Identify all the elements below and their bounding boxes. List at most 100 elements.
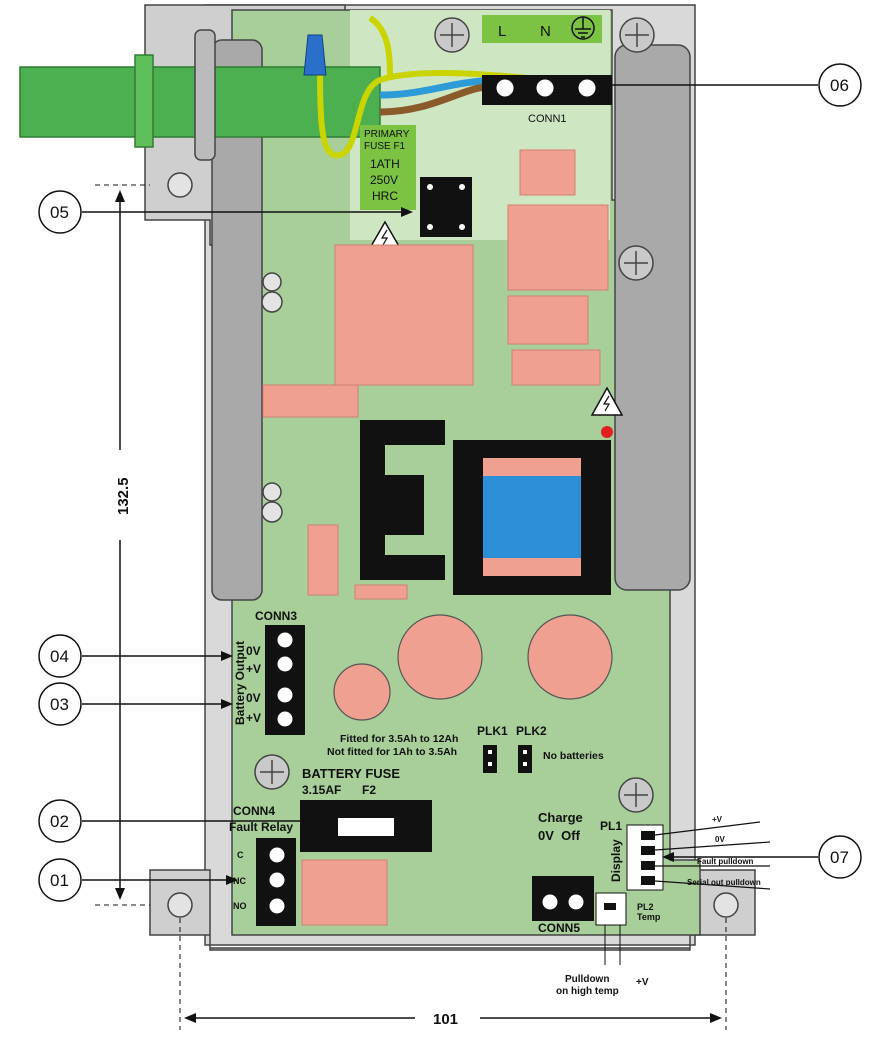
fuse-holder-pins xyxy=(427,184,465,230)
pl1-display: Display xyxy=(609,839,623,882)
battery-output-t4: +V xyxy=(246,711,261,725)
plk2-jumper xyxy=(518,745,532,773)
charge-sub: 0V Off xyxy=(538,828,581,843)
pl1-pin4: Serial out pulldown xyxy=(687,878,761,887)
fitted-note-line2: Not fitted for 1Ah to 3.5Ah xyxy=(327,746,457,758)
terminal-l-label: L xyxy=(498,23,506,40)
conn4-subtitle: Fault Relay xyxy=(229,820,293,834)
earth-icon xyxy=(571,16,595,40)
conn3-screws xyxy=(276,631,294,728)
battery-output-t2: +V xyxy=(246,662,261,676)
callout-05: 05 xyxy=(38,190,413,234)
earth-wire xyxy=(317,54,591,159)
terminal-n-label: N xyxy=(540,23,551,40)
callout-03: 03 xyxy=(38,682,233,726)
pcb-components xyxy=(262,149,609,926)
conn4-nc-label: NC xyxy=(233,876,246,886)
conn5-block xyxy=(532,876,594,921)
dim-arrowhead xyxy=(115,190,125,202)
pl2-plusv: +V xyxy=(636,977,649,988)
battery-fuse-rating: 3.15AF xyxy=(302,783,341,797)
callout-02: 02 xyxy=(38,799,318,843)
conn4-no-label: NO xyxy=(233,901,247,911)
fuse-label-line3: 1ATH xyxy=(370,157,400,171)
callout-04-label: 04 xyxy=(50,647,69,666)
battery-output-t3: 0V xyxy=(246,691,261,705)
no-batteries-label: No batteries xyxy=(543,750,604,762)
mounting-keyholes xyxy=(167,172,739,918)
callout-04: 04 xyxy=(38,634,233,678)
jumper-pins xyxy=(488,750,527,766)
fuse-label-line1: PRIMARY xyxy=(364,129,410,140)
callout-03-label: 03 xyxy=(50,695,69,714)
left-rail xyxy=(211,39,263,601)
pl1-pin1: +V xyxy=(712,815,723,824)
pl2-pins xyxy=(604,903,616,910)
transformer-core xyxy=(483,476,581,558)
pl1-title: PL1 xyxy=(600,819,622,833)
pl1-pin3: Fault pulldown xyxy=(697,857,754,866)
fuse-label-line2: FUSE F1 xyxy=(364,141,406,152)
choke-core xyxy=(374,475,424,535)
callout-07-label: 07 xyxy=(830,848,849,867)
screw-icon xyxy=(619,17,655,53)
callout-05-label: 05 xyxy=(50,203,69,222)
callout-06-label: 06 xyxy=(830,76,849,95)
conn1-screws xyxy=(495,78,597,98)
dim-arrowhead xyxy=(710,1013,722,1023)
conn5-screws xyxy=(541,893,585,911)
callout-06: 06 xyxy=(598,63,862,107)
pl1-pins xyxy=(641,831,655,885)
battery-fuse-element xyxy=(338,818,394,836)
capacitor xyxy=(397,614,483,700)
spade-connector xyxy=(303,34,327,76)
battery-output-t1: 0V xyxy=(246,644,261,658)
conn5-label: CONN5 xyxy=(538,921,580,935)
capacitor xyxy=(527,614,613,700)
fuse-label-line4: 250V xyxy=(370,173,398,187)
dim-height-value: 132.5 xyxy=(115,477,132,515)
battery-fuse-ref: F2 xyxy=(362,783,376,797)
primary-fuse-label-box xyxy=(360,125,416,210)
fuse-label-line5: HRC xyxy=(372,189,398,203)
fitted-note-line1: Fitted for 3.5Ah to 12Ah xyxy=(340,733,458,745)
charge-title: Charge xyxy=(538,810,583,825)
callout-07: 07 xyxy=(662,835,862,879)
callout-02-label: 02 xyxy=(50,812,69,831)
pl1-wires xyxy=(654,821,771,890)
screw-icon xyxy=(254,754,290,790)
screw-icon xyxy=(618,245,654,281)
conn4-c-label: C xyxy=(237,850,244,860)
callout-01: 01 xyxy=(38,858,238,902)
pl1-pin2: 0V xyxy=(715,835,725,844)
conn4-screws xyxy=(268,846,286,915)
plk2-label: PLK2 xyxy=(516,724,547,738)
conn4-title: CONN4 xyxy=(233,804,275,818)
battery-output-label: Battery Output xyxy=(233,641,247,725)
dim-arrowhead xyxy=(184,1013,196,1023)
pl2-sub: Temp xyxy=(637,912,661,922)
plk1-label: PLK1 xyxy=(477,724,508,738)
pl2-pulldown: Pulldown xyxy=(565,974,609,985)
screw-icon xyxy=(434,17,470,53)
callout-01-label: 01 xyxy=(50,871,69,890)
pl2-title: PL2 xyxy=(637,902,654,912)
plk1-jumper xyxy=(483,745,497,773)
cable-gland xyxy=(194,29,216,161)
conn1-label: CONN1 xyxy=(528,113,567,125)
battery-fuse-title: BATTERY FUSE xyxy=(302,766,400,781)
red-led xyxy=(601,426,613,438)
warning-icon xyxy=(590,386,624,416)
capacitor xyxy=(333,663,391,721)
pl2-pulldown2: on high temp xyxy=(556,986,619,997)
earth-wire-left xyxy=(368,15,393,76)
dim-width-value: 101 xyxy=(433,1011,458,1028)
right-rail xyxy=(614,44,691,591)
dim-arrowhead xyxy=(115,888,125,900)
choke xyxy=(360,420,445,580)
conn3-label: CONN3 xyxy=(255,609,297,623)
cable-clamp xyxy=(134,54,154,148)
screw-icon xyxy=(618,777,654,813)
